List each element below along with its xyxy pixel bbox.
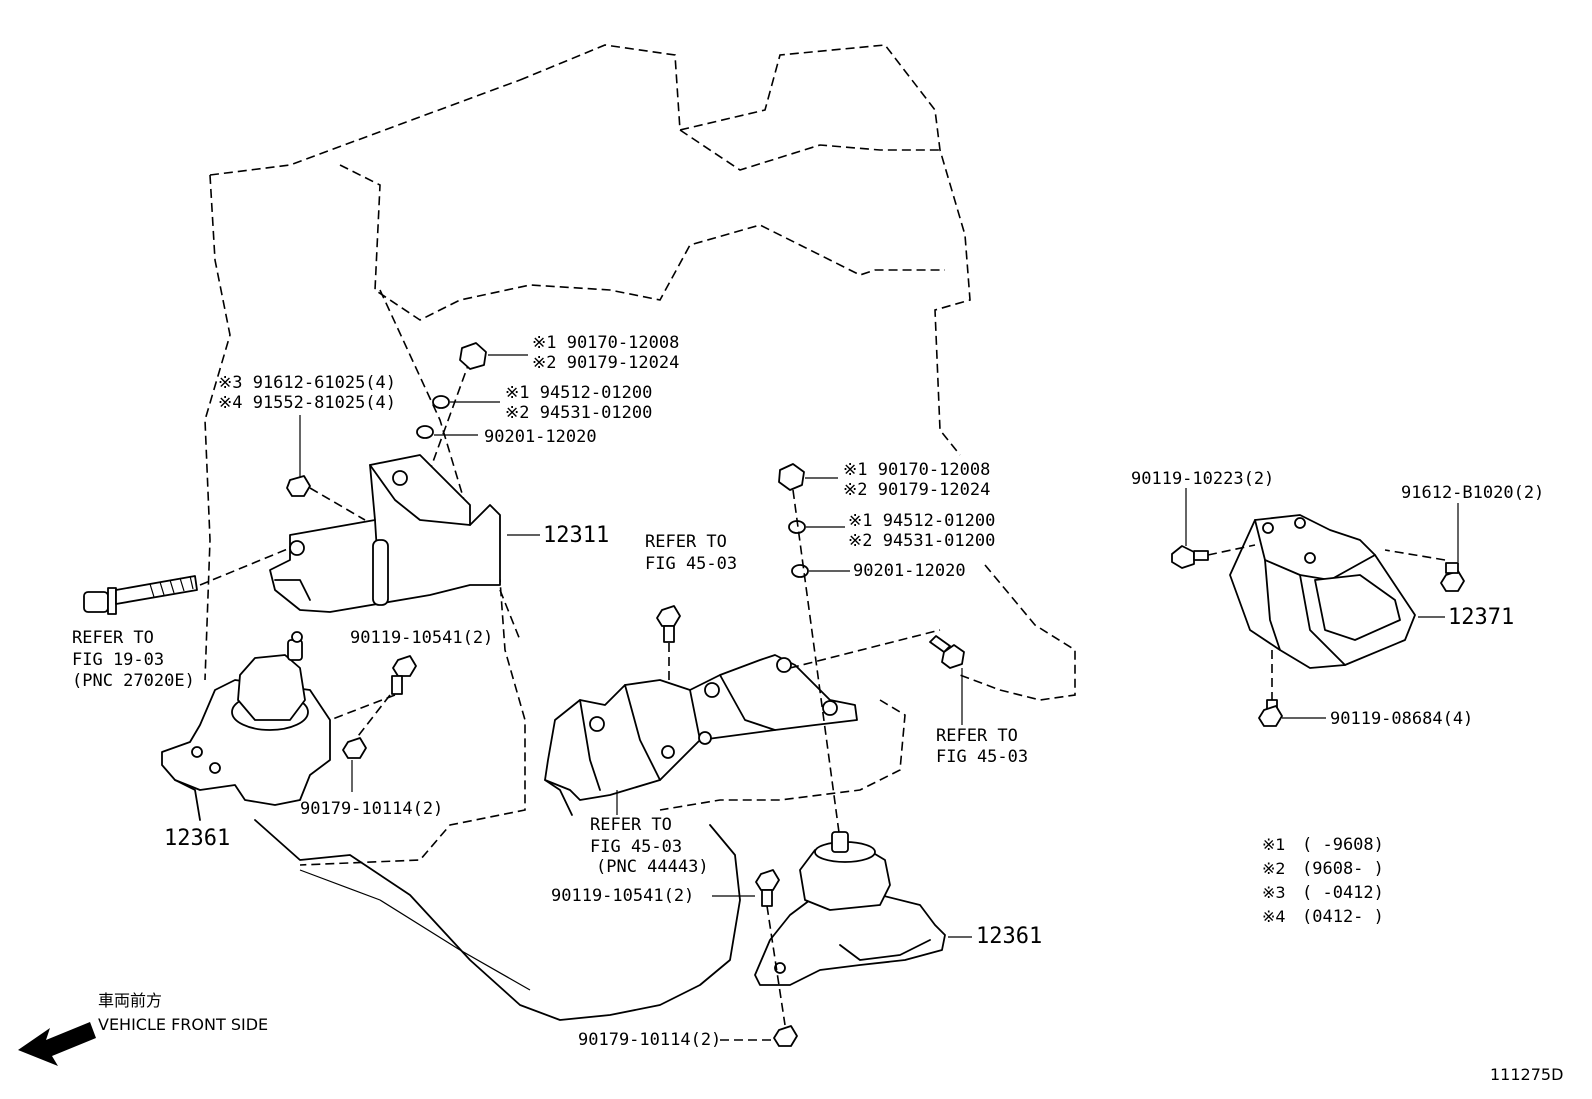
- engine-block-solid: [254, 819, 741, 1021]
- refer-19-line-1: REFER TO: [72, 628, 154, 648]
- rear-bolt-left-label: 90119-10223(2): [1131, 469, 1274, 489]
- rear-mount-12371: [1229, 514, 1416, 669]
- center-nut-label-1: ※1 90170-12008: [843, 460, 990, 480]
- bracket-top-label: 12311: [543, 523, 609, 548]
- legend-key-1: ※1: [1262, 835, 1286, 854]
- front-side-en: VEHICLE FRONT SIDE: [98, 1015, 268, 1034]
- legend-range-4: (0412- ): [1302, 907, 1384, 927]
- top-nut-label-2: ※2 90179-12024: [532, 353, 679, 373]
- top-nut-label-1: ※1 90170-12008: [532, 333, 679, 353]
- center-nut-label-2: ※2 90179-12024: [843, 480, 990, 500]
- left-bolt-label-1: ※3 91612-61025(4): [218, 373, 396, 393]
- bolt-icon: [286, 475, 366, 521]
- legend-range-2: (9608- ): [1302, 859, 1384, 879]
- center-stack: [778, 463, 850, 841]
- right-mount-bolt-icon: [755, 869, 780, 907]
- bracket-12311: [269, 454, 501, 613]
- right-mount-nut-label: 90179-10114(2): [578, 1030, 721, 1050]
- plate-washer-icon: [416, 425, 434, 439]
- right-mount-label: 12361: [976, 924, 1042, 949]
- diagram-id: 111275D: [1490, 1065, 1563, 1084]
- center-plate-washer-label: 90201-12020: [853, 561, 966, 581]
- top-plate-washer-label: 90201-12020: [484, 427, 597, 447]
- rear-bolt-left-icon: [1171, 545, 1209, 569]
- left-mount-nut-label: 90179-10114(2): [300, 799, 443, 819]
- right-mount-12361: [754, 831, 946, 986]
- right-refer-1: REFER TO: [936, 726, 1018, 746]
- rear-bolt-bottom-icon: [1258, 699, 1283, 727]
- right-mount-bolt-label: 90119-10541(2): [551, 886, 694, 906]
- center-refer-top-1: REFER TO: [645, 532, 727, 552]
- center-bracket: [544, 654, 858, 816]
- washer-icon: [432, 395, 450, 409]
- front-arrow-icon: [18, 1022, 96, 1066]
- legend-key-4: ※4: [1262, 907, 1286, 926]
- rear-bolt-right-icon: [1440, 562, 1465, 592]
- applicability-legend: ※1 ( -9608) ※2 (9608- ) ※3 ( -0412) ※4 (…: [1262, 835, 1384, 927]
- right-refer-2: FIG 45-03: [936, 747, 1028, 767]
- center-plate-washer-icon: [791, 564, 809, 578]
- top-washer-label-1: ※1 94512-01200: [505, 383, 652, 403]
- engine-outline: [204, 44, 1076, 866]
- rear-bolt-right-label: 91612-B1020(2): [1401, 483, 1544, 503]
- center-refer-top-2: FIG 45-03: [645, 554, 737, 574]
- rear-mount-label: 12371: [1448, 605, 1514, 630]
- refer-19-line-2: FIG 19-03: [72, 650, 164, 670]
- center-bolt-icon: [656, 605, 681, 643]
- center-nut-icon: [778, 463, 805, 491]
- long-bolt-icon: [83, 575, 198, 615]
- flange-nut-icon: [459, 342, 487, 370]
- center-washer-label-2: ※2 94531-01200: [848, 531, 995, 551]
- front-side-jp: 車両前方: [98, 991, 162, 1010]
- right-refer-bolt-icon: [929, 635, 965, 669]
- legend-range-1: ( -9608): [1302, 835, 1384, 855]
- top-washer-label-2: ※2 94531-01200: [505, 403, 652, 423]
- legend-key-2: ※2: [1262, 859, 1286, 878]
- refer-19-line-3: (PNC 27020E): [72, 671, 195, 691]
- left-mount-bolt-icon: [391, 655, 417, 695]
- left-bolt-label-2: ※4 91552-81025(4): [218, 393, 396, 413]
- center-refer-bottom-1: REFER TO: [590, 815, 672, 835]
- legend-range-3: ( -0412): [1302, 883, 1384, 903]
- center-refer-bottom-2: FIG 45-03: [590, 837, 682, 857]
- center-washer-label-1: ※1 94512-01200: [848, 511, 995, 531]
- center-refer-bottom-3: (PNC 44443): [596, 857, 709, 877]
- left-mount-12361: [161, 631, 331, 821]
- rear-bolt-bottom-label: 90119-08684(4): [1330, 709, 1473, 729]
- right-mount-nut-icon: [773, 1025, 798, 1047]
- left-mount-nut-icon: [342, 737, 367, 759]
- left-mount-bolt-label: 90119-10541(2): [350, 628, 493, 648]
- left-mount-label: 12361: [164, 826, 230, 851]
- legend-key-3: ※3: [1262, 883, 1286, 902]
